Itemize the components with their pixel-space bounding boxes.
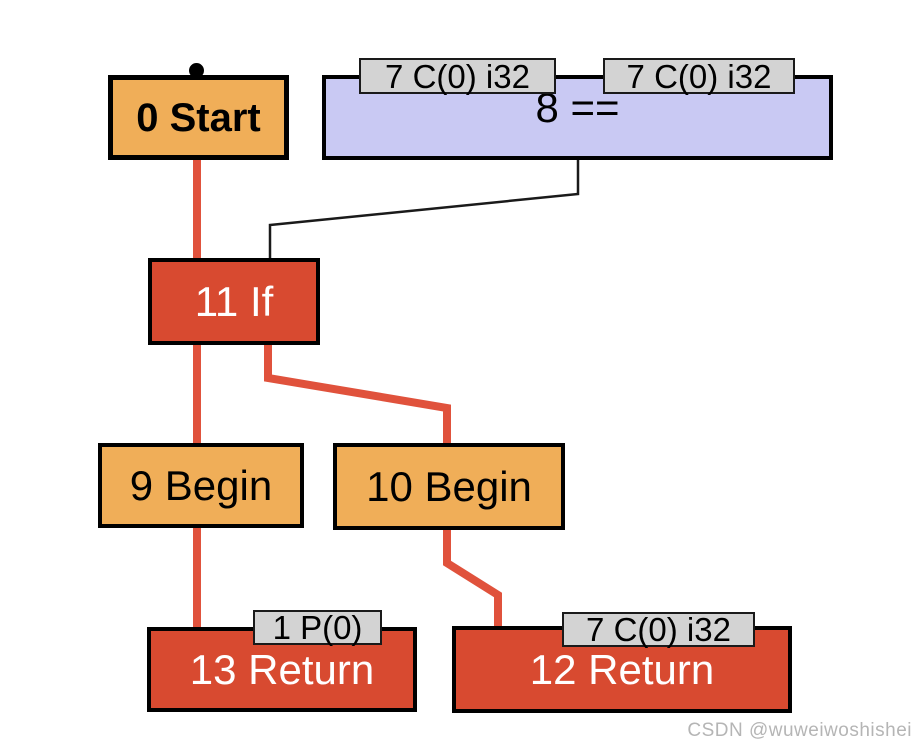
node-begin-10-label: 10 Begin [366,462,532,510]
port-equals-input-left-label: 7 C(0) i32 [385,57,530,95]
node-if-label: 11 If [194,277,274,325]
node-return-13: 13 Return [147,627,417,712]
port-equals-input-right-label: 7 C(0) i32 [626,57,772,95]
control-edge-if-to-begin10 [264,345,451,443]
node-return-13-label: 13 Return [189,645,375,693]
node-begin-10: 10 Begin [333,443,565,530]
start-input-dot-icon [189,63,204,78]
node-start-label: 0 Start [136,95,261,140]
node-return-12-label: 12 Return [529,645,715,693]
node-if: 11 If [148,258,320,345]
control-edge-begin10-to-return12 [443,528,502,627]
node-start: 0 Start [108,75,289,160]
port-return-13-input: 1 P(0) [253,610,382,645]
port-equals-input-right: 7 C(0) i32 [603,58,795,94]
port-return-13-input-label: 1 P(0) [272,609,363,646]
port-return-12-input: 7 C(0) i32 [562,612,755,647]
watermark: CSDN @wuweiwoshishei [687,720,912,741]
port-equals-input-left: 7 C(0) i32 [359,58,556,94]
port-return-12-input-label: 7 C(0) i32 [586,611,731,648]
node-begin-9: 9 Begin [98,443,304,528]
value-edge-eq-to-if [268,160,580,258]
node-begin-9-label: 9 Begin [129,461,273,509]
